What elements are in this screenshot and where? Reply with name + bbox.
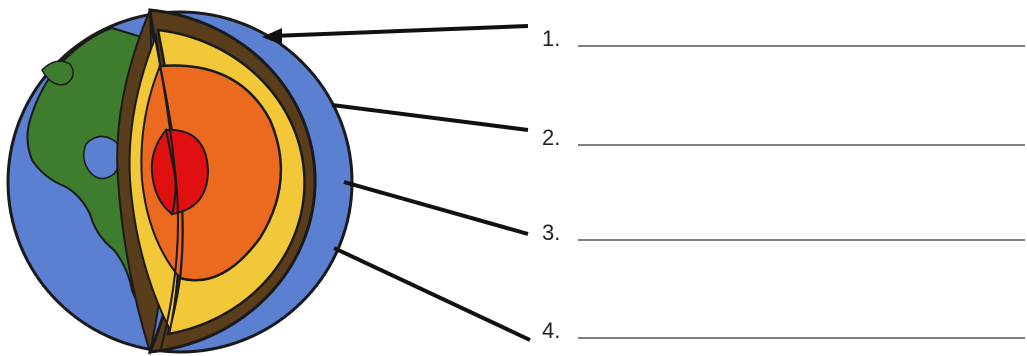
pointer-3 [344,182,528,234]
blank-number-2: 2. [542,125,560,150]
blank-number-3: 3. [542,220,560,245]
ocean-bay [84,136,121,178]
answer-blank-2: 2. [542,125,1025,150]
answer-blank-4: 4. [542,318,1025,343]
answer-blank-1: 1. [542,26,1025,51]
answer-blank-3: 3. [542,220,1025,245]
blank-number-4: 4. [542,318,560,343]
pointer-2 [332,105,528,130]
blank-number-1: 1. [542,26,560,51]
pointer-4 [334,248,530,340]
pointer-1 [262,26,528,45]
